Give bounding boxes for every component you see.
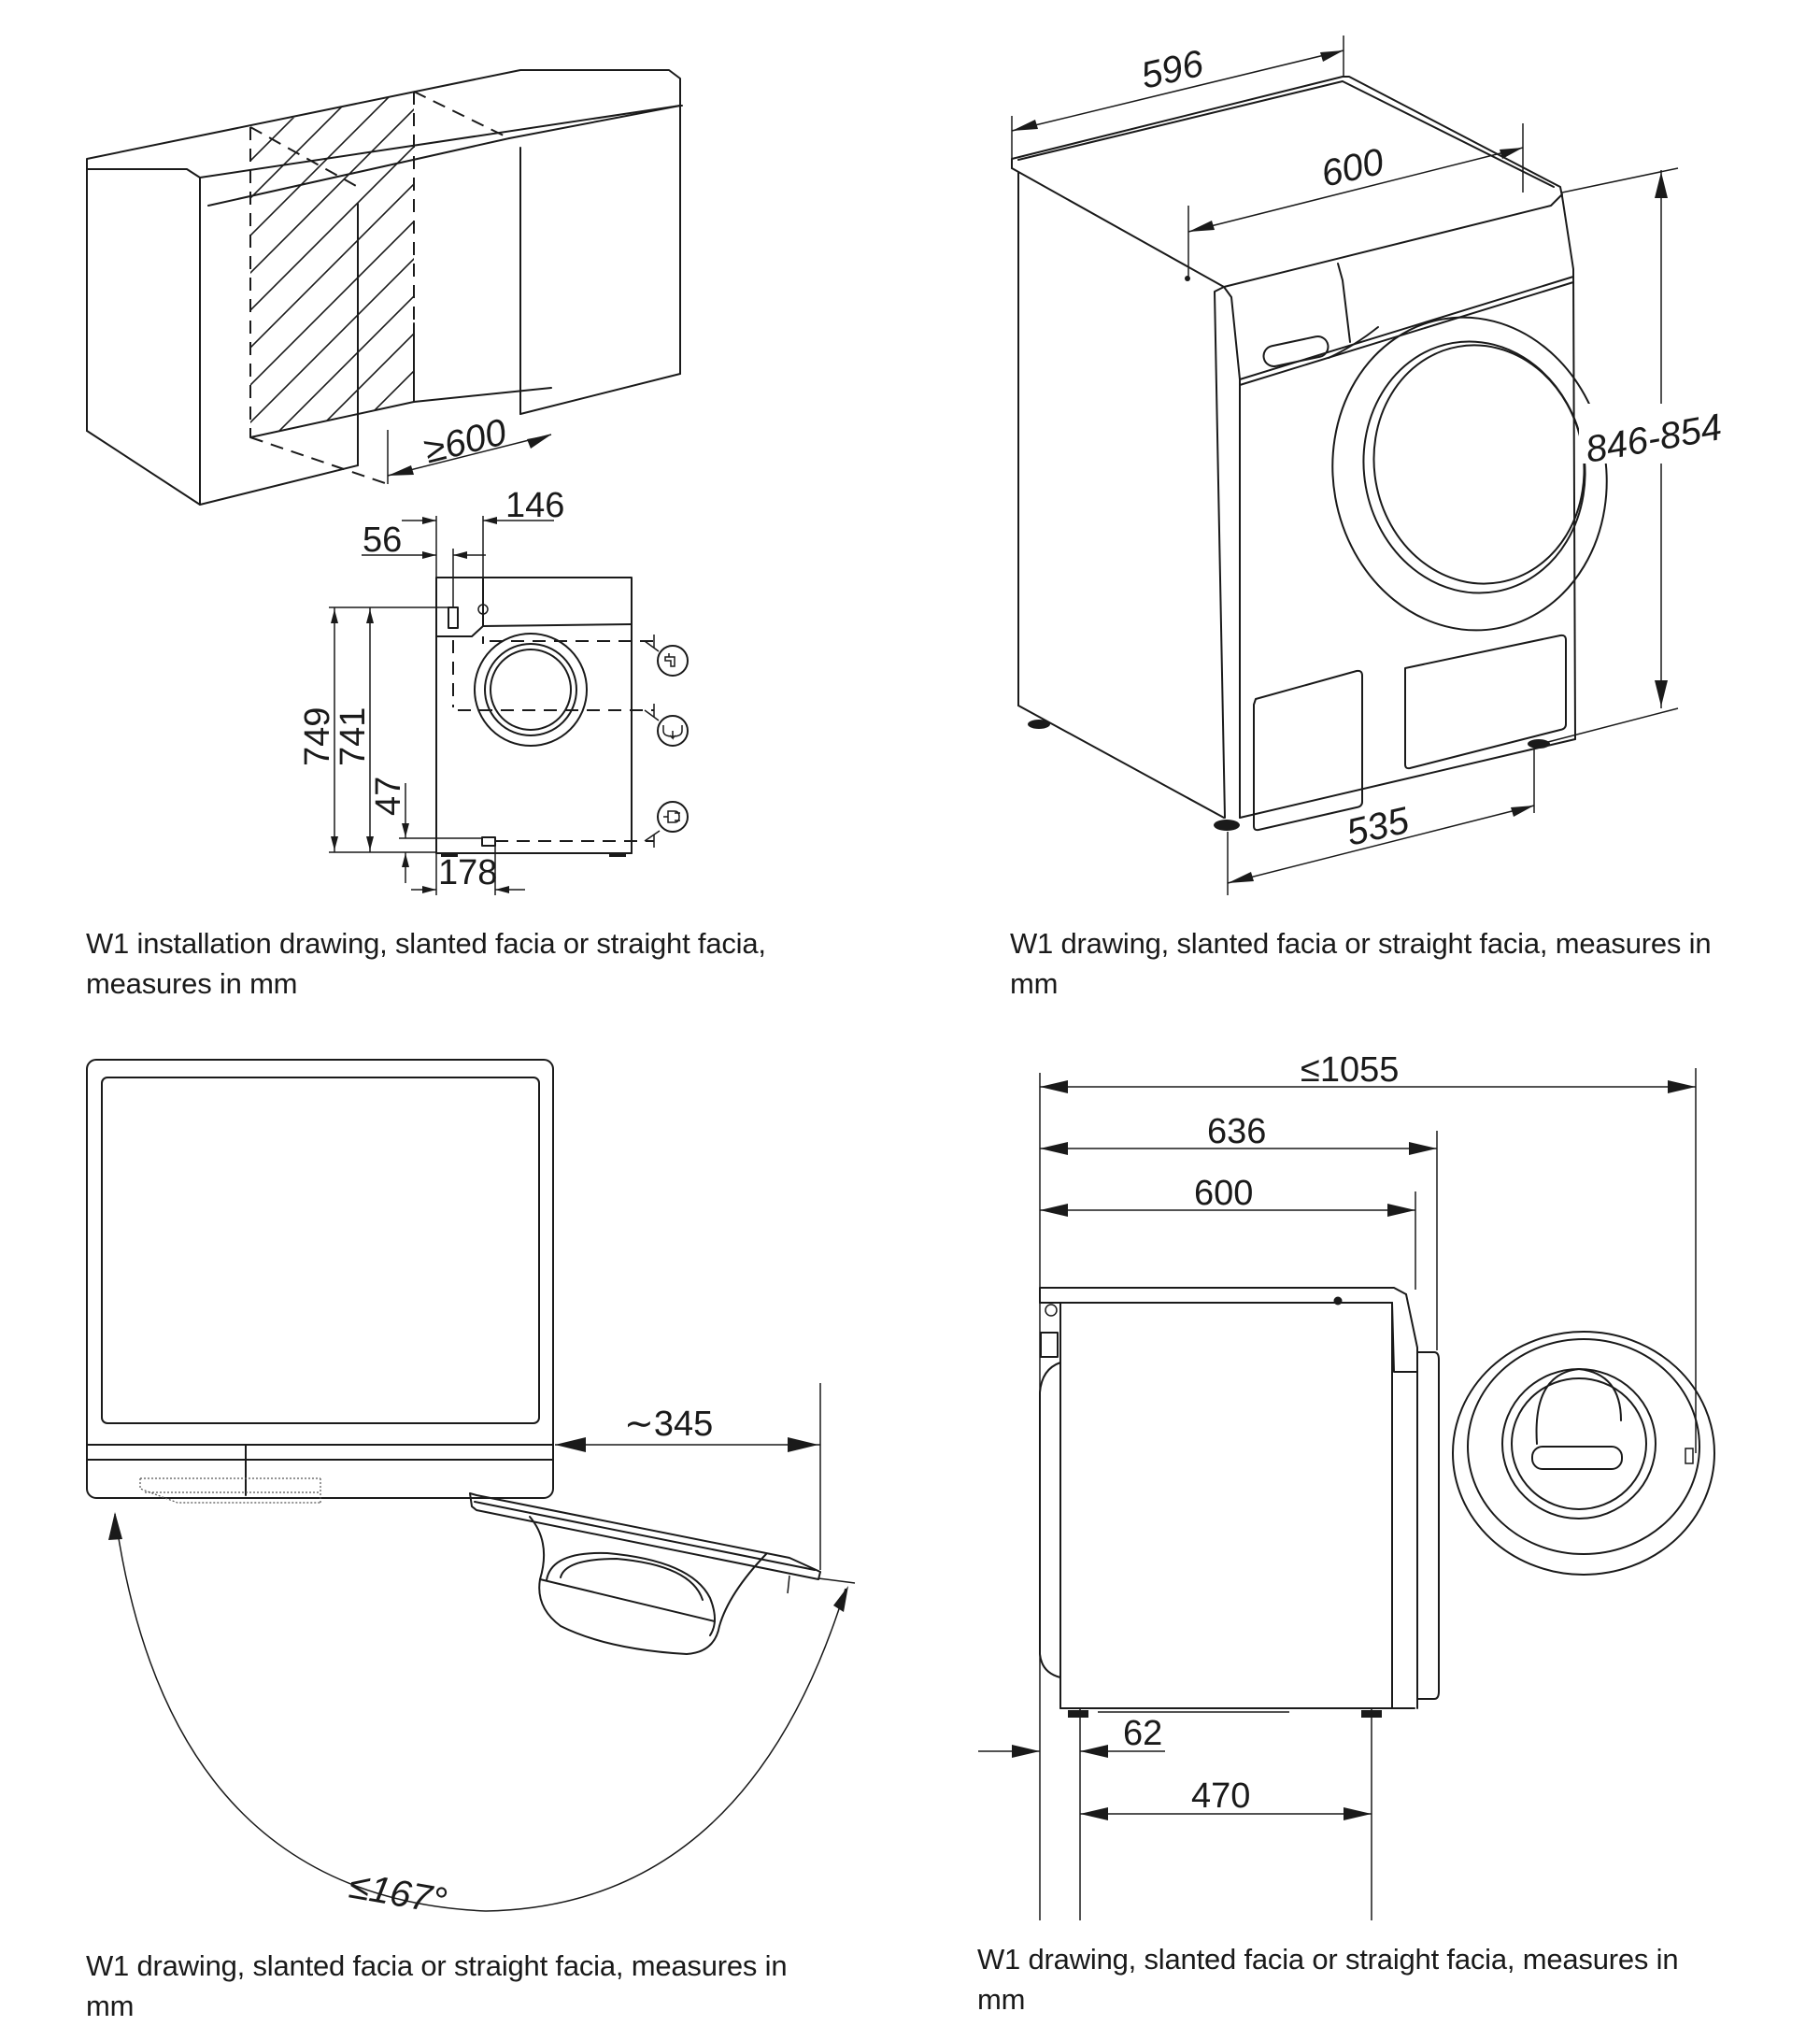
caption-installation: W1 installation drawing, slanted facia o… [86,923,766,1004]
dim-749: 749 [298,707,337,766]
water-inlet-tap-icon [657,645,689,677]
caption-perspective: W1 drawing, slanted facia or straight fa… [1010,923,1712,1004]
dim-470: 470 [1191,1776,1250,1816]
dim-741: 741 [334,707,373,766]
appliance-top-view [86,1059,554,1504]
caption-line: mm [1010,967,1059,1000]
door-swing-drawing: ∼345 ≤167° [86,1059,856,1923]
dim-56: 56 [363,521,402,560]
caption-line: W1 drawing, slanted facia or straight fa… [977,1943,1679,1976]
front-elevation-dimensions: 146 56 749 741 47 [298,486,564,895]
cabinet-counter [86,69,683,506]
side-view-dimensions: ≤1055 636 600 62 470 [978,1050,1697,1920]
side-view-drawing: ≤1055 636 600 62 470 [978,1050,1715,1920]
dim-636: 636 [1207,1112,1266,1151]
caption-door-swing: W1 drawing, slanted facia or straight fa… [86,1946,788,2026]
appliance-body [1011,76,1608,832]
service-icons [657,645,689,833]
caption-line: mm [86,1990,135,2022]
door-swing-dimensions: ∼345 ≤167° [108,1383,856,1923]
front-elevation [435,577,661,857]
dim-345: ∼345 [624,1405,713,1444]
open-door-front [1452,1331,1715,1576]
niche-width-label: ≥600 [420,411,511,471]
caption-line: W1 installation drawing, slanted facia o… [86,927,766,960]
open-door [469,1492,821,1655]
dim-178: 178 [438,853,497,892]
caption-side-view: W1 drawing, slanted facia or straight fa… [977,1939,1679,2019]
niche-width-dimension: ≥600 [387,411,552,484]
caption-line: W1 drawing, slanted facia or straight fa… [86,1949,788,1982]
dim-600-top: 600 [1317,141,1387,195]
installation-drawing: ≥600 [86,69,689,895]
appliance-side [1039,1287,1440,1718]
dim-62: 62 [1123,1714,1162,1753]
power-plug-icon [657,801,689,833]
dim-47: 47 [369,777,408,816]
caption-line: measures in mm [86,967,298,1000]
dim-167-degrees: ≤167° [346,1865,449,1923]
dim-600-side: 600 [1194,1174,1253,1213]
dim-596: 596 [1137,43,1208,97]
caption-line: W1 drawing, slanted facia or straight fa… [1010,927,1712,960]
dim-1055: ≤1055 [1301,1050,1399,1090]
perspective-drawing: 596 600 846-854 535 [1011,36,1728,895]
caption-line: mm [977,1983,1026,2016]
dim-146: 146 [505,486,564,525]
drain-icon [657,715,689,747]
perspective-dimensions: 596 600 846-854 535 [1011,36,1728,895]
